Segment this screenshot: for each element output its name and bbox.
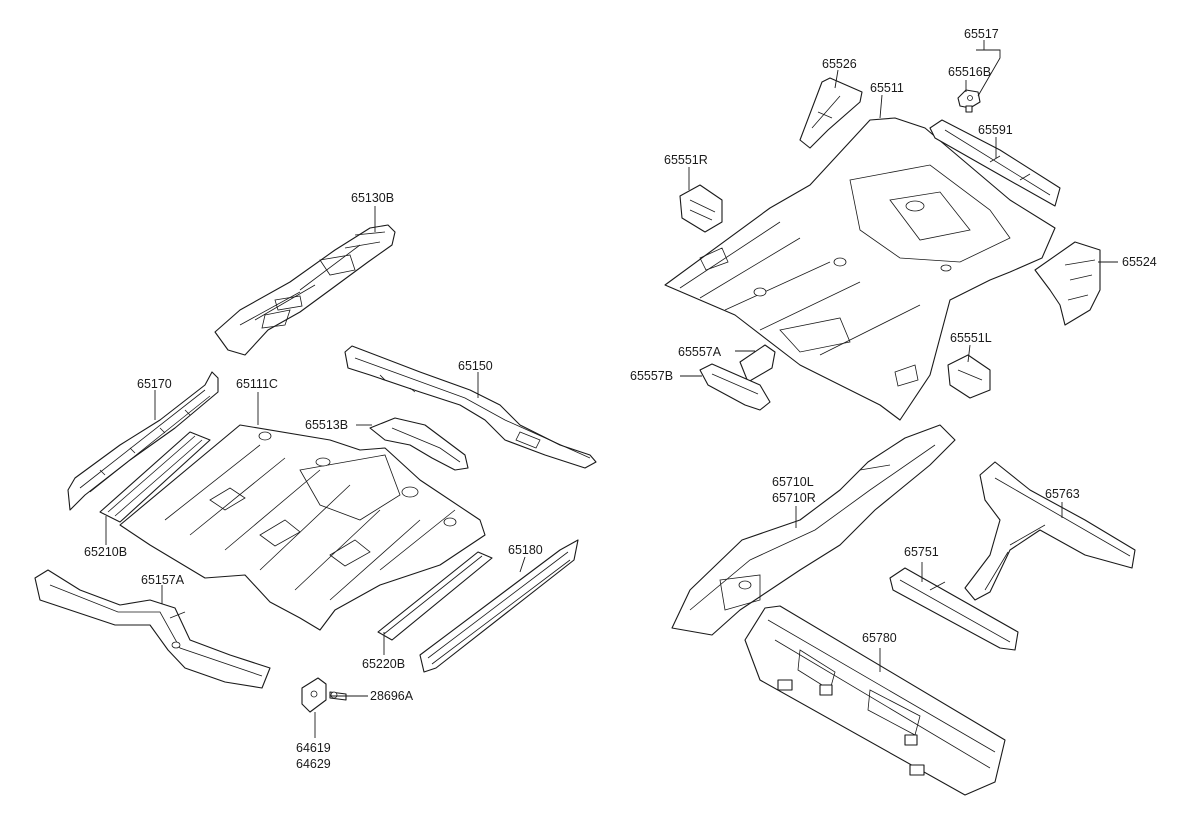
part-65130B bbox=[214, 224, 396, 356]
label-65210B: 65210B bbox=[84, 545, 127, 559]
label-65180: 65180 bbox=[508, 543, 543, 557]
part-65524 bbox=[1034, 241, 1101, 326]
label-65557A: 65557A bbox=[678, 345, 722, 359]
label-65780: 65780 bbox=[862, 631, 897, 645]
part-65557B bbox=[699, 363, 771, 411]
label-65710L: 65710L bbox=[772, 475, 814, 489]
part-65210B bbox=[99, 431, 211, 523]
label-65220B: 65220B bbox=[362, 657, 405, 671]
part-65710L-65710R bbox=[671, 424, 956, 636]
part-65150 bbox=[344, 345, 597, 469]
part-65157A bbox=[34, 569, 271, 689]
label-65710R: 65710R bbox=[772, 491, 816, 505]
label-65157A: 65157A bbox=[141, 573, 185, 587]
label-64619: 64619 bbox=[296, 741, 331, 755]
label-65513B: 65513B bbox=[305, 418, 348, 432]
part-65551L bbox=[947, 354, 991, 399]
part-65511 bbox=[664, 117, 1056, 421]
label-65591: 65591 bbox=[978, 123, 1013, 137]
label-65763: 65763 bbox=[1045, 487, 1080, 501]
label-65150: 65150 bbox=[458, 359, 493, 373]
label-65511: 65511 bbox=[870, 81, 904, 95]
part-65516B-clip bbox=[957, 89, 981, 113]
part-65780 bbox=[744, 605, 1006, 796]
label-65130B: 65130B bbox=[351, 191, 394, 205]
label-65551L: 65551L bbox=[950, 331, 992, 345]
part-65170 bbox=[67, 371, 219, 511]
label-65516B: 65516B bbox=[948, 65, 991, 79]
leader-lines bbox=[105, 40, 1118, 738]
label-65526: 65526 bbox=[822, 57, 857, 71]
part-65513B bbox=[369, 417, 469, 471]
part-65551R bbox=[679, 184, 723, 233]
label-65751: 65751 bbox=[904, 545, 939, 559]
label-65170: 65170 bbox=[137, 377, 172, 391]
part-65526 bbox=[799, 77, 863, 149]
part-labels: 65130B 65170 65111C 65150 65513B 65210B … bbox=[84, 27, 1157, 771]
label-65551R: 65551R bbox=[664, 153, 708, 167]
part-65220B bbox=[377, 551, 493, 641]
part-64619-bracket bbox=[301, 677, 327, 713]
part-65763 bbox=[964, 461, 1136, 601]
label-65111C: 65111C bbox=[236, 377, 278, 391]
part-65751 bbox=[889, 567, 1019, 651]
label-65524: 65524 bbox=[1122, 255, 1157, 269]
part-65180 bbox=[419, 539, 579, 673]
label-28696A: 28696A bbox=[370, 689, 414, 703]
part-65591 bbox=[929, 119, 1061, 207]
label-65517: 65517 bbox=[964, 27, 999, 41]
label-64629: 64629 bbox=[296, 757, 331, 771]
label-65557B: 65557B bbox=[630, 369, 673, 383]
part-65111C bbox=[119, 424, 486, 631]
